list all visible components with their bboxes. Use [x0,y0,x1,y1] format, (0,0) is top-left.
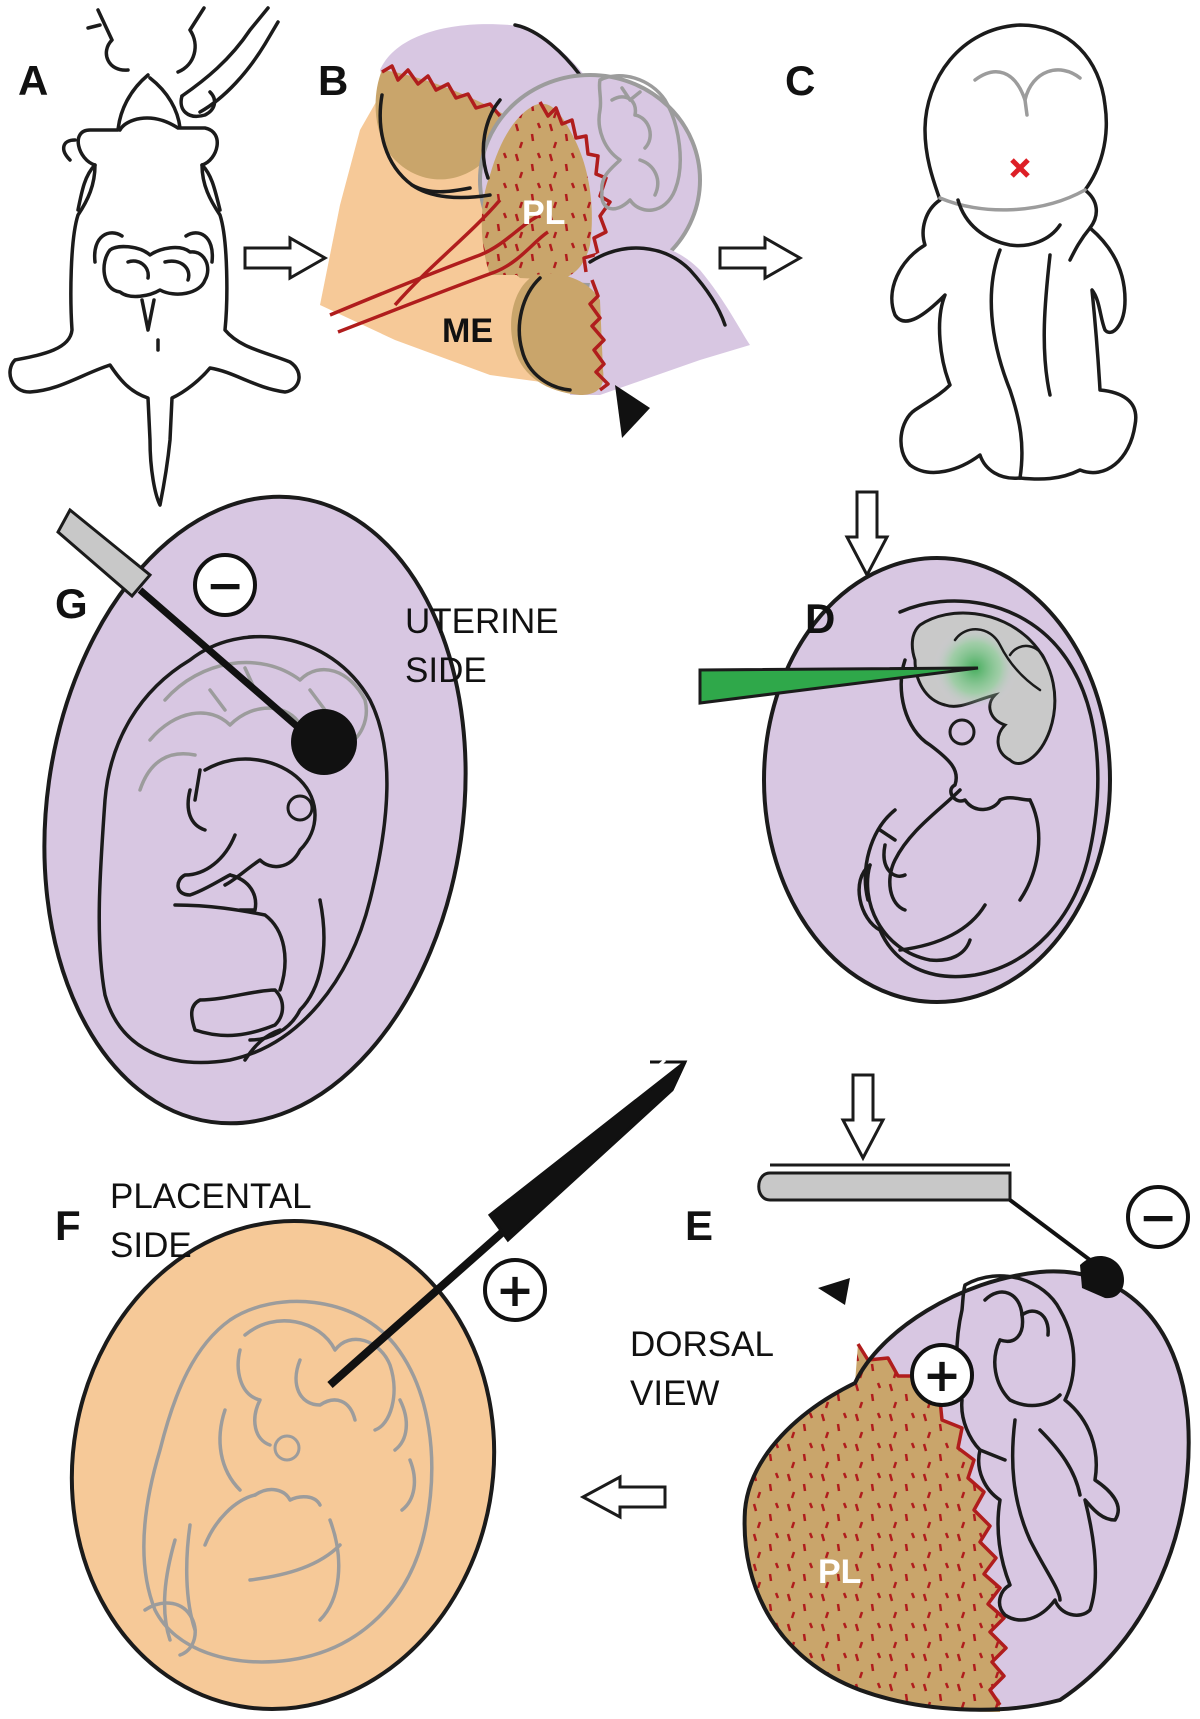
dorsal-view-label-line2: VIEW [630,1374,719,1413]
panel-label-g: G [55,580,88,627]
negative-sign: − [206,558,245,612]
positive-electrode-icon: + [483,1258,547,1322]
negative-electrode-tip [291,709,357,775]
arrow-icon [243,235,329,281]
arrow-icon [579,1474,667,1520]
uterine-side-label-line1: UTERINE [405,602,559,641]
arrow-icon [844,490,890,579]
panel-a-mouse [8,6,301,507]
positive-sign: + [923,1348,962,1402]
panel-label-a: A [18,57,48,104]
injection-site-x-mark [1010,158,1030,178]
positive-electrode-shaft [327,1227,508,1388]
negative-electrode-holder [757,1171,1012,1202]
negative-electrode-icon: − [1126,1185,1190,1249]
negative-electrode-shaft [137,587,318,745]
panel-e-dorsal-view [742,1163,1191,1712]
arrow-icon [718,235,804,281]
placenta-label-b: PL [522,194,565,232]
uterine-side-label-line2: SIDE [405,651,487,690]
dorsal-view-label-line1: DORSAL [630,1325,774,1364]
panel-label-c: C [785,57,815,104]
panel-c-embryo [890,23,1138,481]
negative-electrode-icon: − [193,553,257,617]
positive-sign: + [496,1263,535,1317]
panel-d-injection [698,556,1112,1004]
placenta-region [488,103,592,280]
arrowhead-marker [818,1278,850,1305]
injection-needle [698,666,979,705]
arrowhead-marker [615,385,650,438]
panel-g-uterine-side [42,494,468,1126]
negative-electrode-holder [56,507,153,599]
panel-label-d: D [805,595,835,642]
placental-side-label-line2: SIDE [110,1226,192,1265]
negative-electrode-tip [1080,1255,1125,1299]
positive-electrode-holder [487,1060,687,1243]
panel-label-b: B [318,57,348,104]
panel-b-uterus [320,23,750,438]
placenta-label-e: PL [818,1553,861,1591]
arrow-icon [840,1073,886,1162]
membrane-label-b: ME [442,312,493,350]
placenta-region [744,1344,1006,1712]
placental-side-label-line1: PLACENTAL [110,1177,312,1216]
panel-label-e: E [685,1202,713,1249]
negative-sign: − [1139,1190,1178,1244]
panel-f-placental-side [69,1058,688,1712]
panel-label-f: F [55,1202,81,1249]
positive-electrode-icon: + [910,1343,974,1407]
